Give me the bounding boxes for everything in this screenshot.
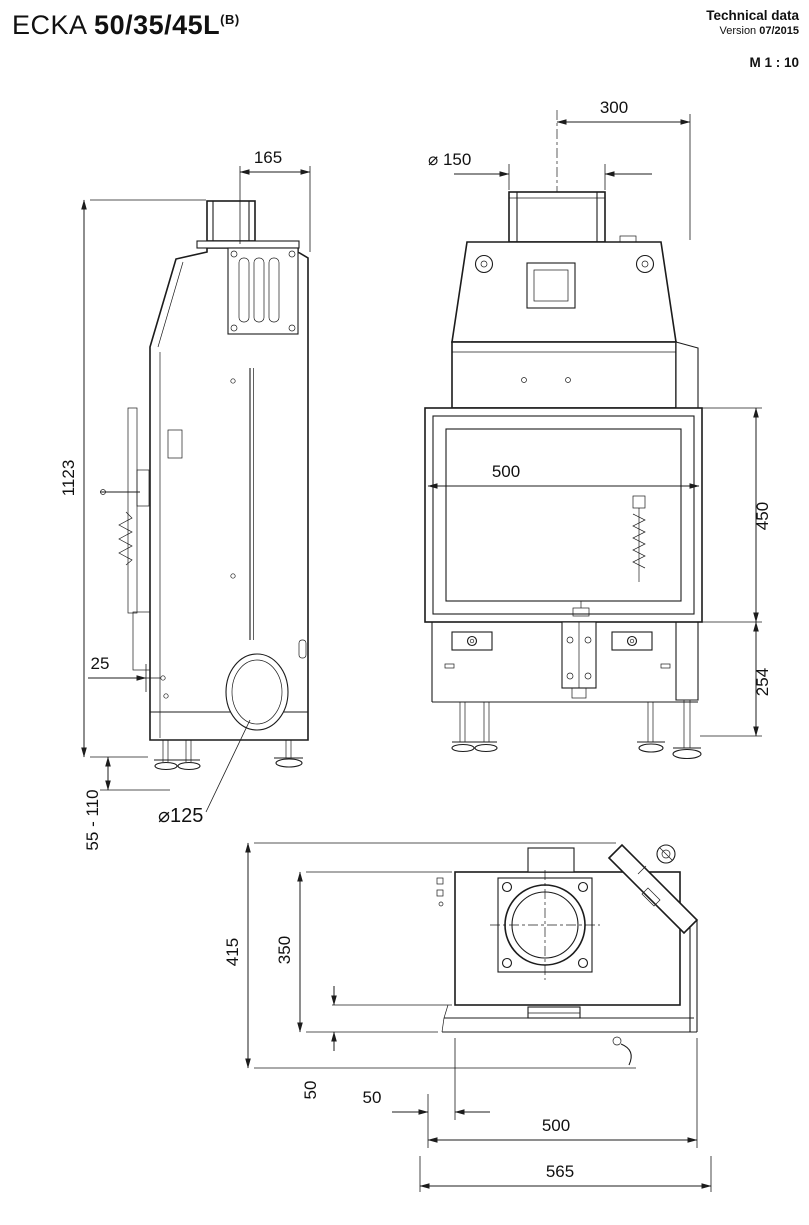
scale-label: M 1 : 10 bbox=[749, 54, 799, 70]
front-leveling-foot bbox=[672, 748, 702, 760]
front-view-base bbox=[431, 621, 702, 760]
dim-front-base-height-label: 254 bbox=[753, 668, 772, 696]
front-view: 300 ⌀ 150 500 450 bbox=[424, 98, 772, 760]
dim-front-door-width-label: 500 bbox=[492, 462, 520, 481]
title-brand: ECKA bbox=[12, 10, 95, 40]
top-view-dimensions: 415 350 50 50 bbox=[223, 842, 712, 1192]
rear-outlet-oval bbox=[225, 653, 289, 731]
front-flue-pipe bbox=[508, 191, 606, 243]
dim-side-foot-range-label: 55 - 110 bbox=[83, 789, 102, 850]
dim-side-foot-range: 55 - 110 bbox=[83, 756, 170, 851]
side-view-details bbox=[100, 247, 308, 771]
door-outer-frame bbox=[424, 407, 703, 623]
top-lever bbox=[620, 1043, 632, 1066]
dim-front-base-height: 254 bbox=[700, 621, 772, 737]
top-handle bbox=[527, 1006, 581, 1019]
dim-side-total-height-label: 1123 bbox=[59, 460, 78, 497]
dim-side-connector-offset: 25 bbox=[88, 654, 160, 692]
convection-grille bbox=[227, 247, 299, 335]
side-view-outline bbox=[149, 200, 309, 741]
dim-top-front-panel: 50 bbox=[301, 986, 452, 1099]
title-variant: (B) bbox=[220, 12, 240, 27]
dim-top-body-depth: 350 bbox=[275, 871, 452, 1033]
dim-front-flue-offset-label: 300 bbox=[600, 98, 628, 117]
page-title: ECKA 50/35/45L(B) bbox=[12, 10, 240, 41]
dim-top-body-depth-label: 350 bbox=[275, 936, 294, 964]
header-info: Technical data Version 07/2015 M 1 : 10 bbox=[706, 8, 799, 72]
door-glass bbox=[445, 428, 682, 602]
dim-top-side-offset-label: 50 bbox=[363, 1088, 382, 1107]
side-flue-collar bbox=[206, 200, 256, 242]
dim-top-body-width: 500 bbox=[427, 1038, 698, 1148]
dim-top-total-depth: 415 bbox=[223, 842, 636, 1069]
front-upper-body bbox=[451, 341, 677, 409]
front-hood bbox=[451, 241, 677, 343]
door-spring bbox=[118, 511, 133, 566]
side-view: 165 1123 25 55 - 110 bbox=[59, 148, 311, 851]
title-model: 50/35/45L bbox=[94, 10, 221, 40]
adjustable-foot bbox=[275, 758, 303, 768]
dim-front-door-height-label: 450 bbox=[753, 502, 772, 530]
door-inner-frame bbox=[432, 415, 695, 615]
dim-side-outlet-diameter-label: ⌀125 bbox=[158, 805, 203, 827]
dim-front-door-height: 450 bbox=[702, 407, 772, 623]
dim-side-top-depth: 165 bbox=[239, 148, 311, 252]
top-view-details bbox=[436, 870, 632, 1066]
dim-front-flue-offset: 300 bbox=[556, 98, 691, 240]
dim-top-body-width-label: 500 bbox=[542, 1116, 570, 1135]
door-latch-rail bbox=[127, 407, 138, 614]
front-door-spring bbox=[632, 513, 646, 569]
dim-side-connector-offset-label: 25 bbox=[91, 654, 110, 673]
top-view: 415 350 50 50 bbox=[223, 842, 712, 1192]
damper-knob bbox=[656, 844, 676, 864]
dim-top-total-depth-label: 415 bbox=[223, 938, 242, 966]
dim-top-front-panel-label: 50 bbox=[301, 1081, 320, 1100]
front-view-door bbox=[424, 407, 703, 623]
dim-front-flue-diameter-label: ⌀ 150 bbox=[428, 150, 471, 169]
dim-front-flue-diameter: ⌀ 150 bbox=[428, 150, 652, 190]
technical-data-label: Technical data bbox=[706, 8, 799, 23]
dim-top-total-width: 565 bbox=[419, 1156, 712, 1192]
dim-top-side-offset: 50 bbox=[363, 1038, 490, 1120]
version-label: Version 07/2015 bbox=[719, 24, 799, 37]
dim-front-door-width: 500 bbox=[427, 462, 700, 489]
dim-side-top-depth-label: 165 bbox=[254, 148, 282, 167]
dim-side-total-height: 1123 bbox=[59, 199, 206, 758]
front-view-dimensions: 300 ⌀ 150 500 450 bbox=[427, 98, 772, 737]
dim-side-outlet-diameter: ⌀125 bbox=[158, 719, 251, 827]
dim-top-total-width-label: 565 bbox=[546, 1162, 574, 1181]
side-view-dimensions: 165 1123 25 55 - 110 bbox=[59, 148, 311, 851]
